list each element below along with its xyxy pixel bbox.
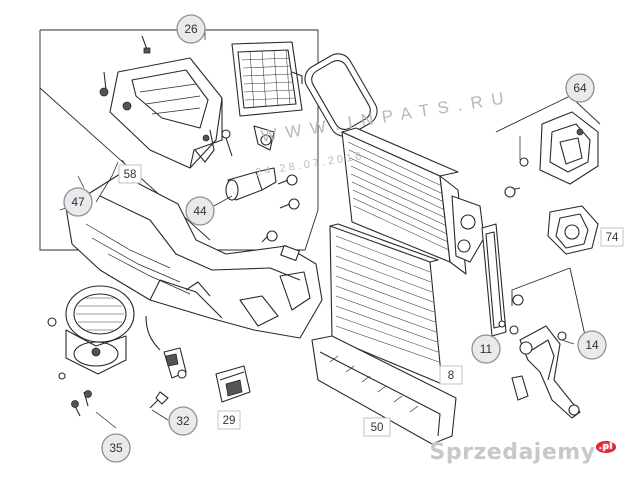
- callout-35[interactable]: 35: [101, 433, 131, 463]
- box-label-74-text: 74: [606, 232, 619, 244]
- callout-26-label: 26: [184, 22, 198, 36]
- box-label-74[interactable]: 74: [600, 227, 624, 247]
- callout-14[interactable]: 14: [577, 330, 607, 360]
- box-label-50[interactable]: 50: [363, 417, 391, 437]
- box-label-58[interactable]: 58: [118, 164, 142, 184]
- callout-32[interactable]: 32: [168, 406, 198, 436]
- screw-set-mid: [261, 174, 300, 243]
- box-label-58-text: 58: [124, 169, 137, 181]
- sensor-housing: [547, 205, 599, 255]
- upper-air-housing: [109, 57, 223, 169]
- main-blower-housing: [65, 173, 323, 339]
- callout-35-label: 35: [109, 441, 123, 455]
- brand-name: Sprzedajemy: [429, 440, 596, 465]
- callout-47-label: 47: [71, 195, 85, 209]
- connector-plug: [215, 365, 251, 403]
- actuator-motor: [213, 167, 277, 207]
- callout-14-label: 14: [585, 338, 599, 352]
- refrigerant-pipes: [498, 267, 587, 419]
- callout-44[interactable]: 44: [185, 196, 215, 226]
- brand-suffix: .pl: [595, 441, 616, 453]
- watermark-date: 2 4 . 2 8 . 0 7 . 2 0 1 6: [255, 150, 363, 179]
- callout-64[interactable]: 64: [565, 73, 595, 103]
- box-label-8-text: 8: [448, 370, 454, 382]
- box-label-8[interactable]: 8: [439, 365, 463, 385]
- seal-strip: [481, 223, 507, 337]
- callout-32-label: 32: [176, 414, 190, 428]
- drain-tray: [311, 335, 457, 445]
- blower-fan: [47, 285, 135, 417]
- callout-26[interactable]: 26: [176, 14, 206, 44]
- blower-resistor: [145, 315, 187, 409]
- screw-set-top: [99, 35, 275, 157]
- box-label-50-text: 50: [371, 422, 384, 434]
- callout-64-label: 64: [573, 81, 587, 95]
- mounting-bracket: [495, 95, 601, 198]
- box-label-29-text: 29: [223, 415, 236, 427]
- box-label-29[interactable]: 29: [217, 410, 241, 430]
- callout-44-label: 44: [193, 204, 207, 218]
- callout-47[interactable]: 47: [63, 187, 93, 217]
- gasket-frame: [304, 53, 378, 137]
- callout-11[interactable]: 11: [471, 334, 501, 364]
- brand-watermark: Sprzedajemy.pl: [430, 440, 616, 465]
- callout-11-label: 11: [480, 342, 493, 356]
- cabin-filter-insert: [231, 41, 303, 117]
- heater-core: [341, 127, 485, 275]
